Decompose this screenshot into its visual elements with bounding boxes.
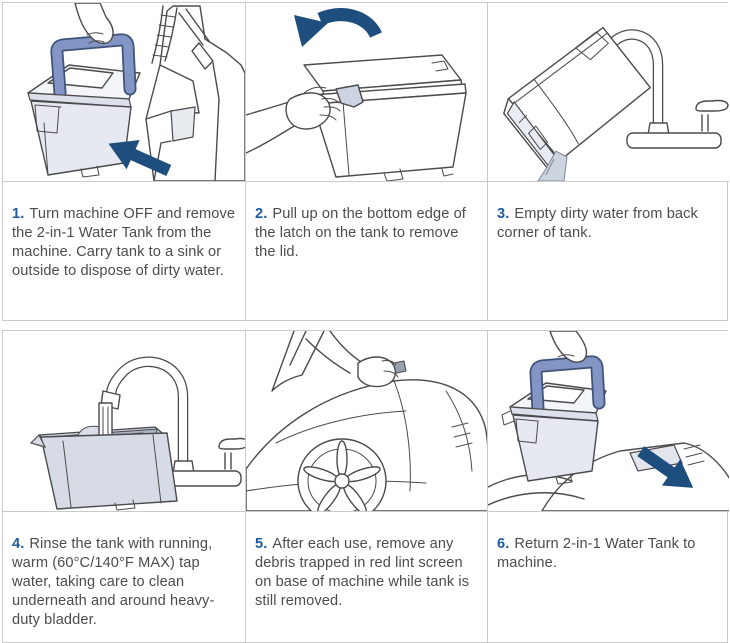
rinse-tank-illustration xyxy=(29,356,245,511)
illustration-step-6 xyxy=(488,331,729,513)
step-text: Pull up on the bottom edge of the latch … xyxy=(255,205,466,260)
step-number: 3. xyxy=(497,205,510,222)
tank-handle xyxy=(50,33,137,100)
direction-arrow-icon xyxy=(108,139,172,176)
step-text: Return 2-in-1 Water Tank to machine. xyxy=(497,535,696,571)
step-caption: 3.Empty dirty water from back corner of … xyxy=(488,197,729,306)
wheel xyxy=(297,438,387,512)
step-panel-6: 6.Return 2-in-1 Water Tank to machine. xyxy=(487,331,729,643)
hand xyxy=(305,331,407,388)
lint-screen-illustration xyxy=(246,331,487,512)
tank-latch xyxy=(335,84,364,108)
step-caption: 5.After each use, remove any debris trap… xyxy=(246,527,487,628)
faucet xyxy=(100,356,245,487)
step-caption: 2.Pull up on the bottom edge of the latc… xyxy=(246,197,487,306)
curved-arrow-icon xyxy=(294,8,382,47)
tilted-tank xyxy=(503,26,651,171)
step-panel-4: 4.Rinse the tank with running, warm (60°… xyxy=(3,331,245,642)
step-caption: 1.Turn machine OFF and remove the 2-in-1… xyxy=(3,197,245,306)
remove-tank-illustration xyxy=(27,3,245,181)
illustration-step-5 xyxy=(246,331,487,513)
step-number: 1. xyxy=(12,205,25,222)
hand xyxy=(246,86,341,154)
step-text: Empty dirty water from back corner of ta… xyxy=(497,205,698,241)
tank-handle xyxy=(529,355,606,416)
empty-water-illustration xyxy=(503,26,729,181)
illustration-step-4 xyxy=(3,331,245,513)
steps-row-2: 4.Rinse the tank with running, warm (60°… xyxy=(2,330,729,643)
direction-arrow-icon xyxy=(637,446,694,489)
step-number: 4. xyxy=(12,535,25,552)
step-number: 6. xyxy=(497,535,510,552)
step-text: Turn machine OFF and remove the 2-in-1 W… xyxy=(12,205,236,279)
water-stream xyxy=(537,150,568,181)
return-tank-illustration xyxy=(488,331,729,512)
hand xyxy=(549,331,588,363)
step-caption: 4.Rinse the tank with running, warm (60°… xyxy=(3,527,245,628)
step-number: 2. xyxy=(255,205,268,222)
step-panel-2: 2.Pull up on the bottom edge of the latc… xyxy=(245,3,487,321)
steps-row-1: 1.Turn machine OFF and remove the 2-in-1… xyxy=(2,2,729,322)
pull-latch-illustration xyxy=(246,8,467,181)
step-panel-5: 5.After each use, remove any debris trap… xyxy=(245,331,487,643)
step-text: After each use, remove any debris trappe… xyxy=(255,535,470,609)
hand xyxy=(74,3,114,45)
step-number: 5. xyxy=(255,535,268,552)
illustration-step-3 xyxy=(488,3,729,182)
step-caption: 6.Return 2-in-1 Water Tank to machine. xyxy=(488,527,729,628)
step-panel-1: 1.Turn machine OFF and remove the 2-in-1… xyxy=(3,3,245,320)
step-panel-3: 3.Empty dirty water from back corner of … xyxy=(487,3,729,321)
step-text: Rinse the tank with running, warm (60°C/… xyxy=(12,535,215,628)
illustration-step-1 xyxy=(3,3,245,182)
illustration-step-2 xyxy=(246,3,487,182)
